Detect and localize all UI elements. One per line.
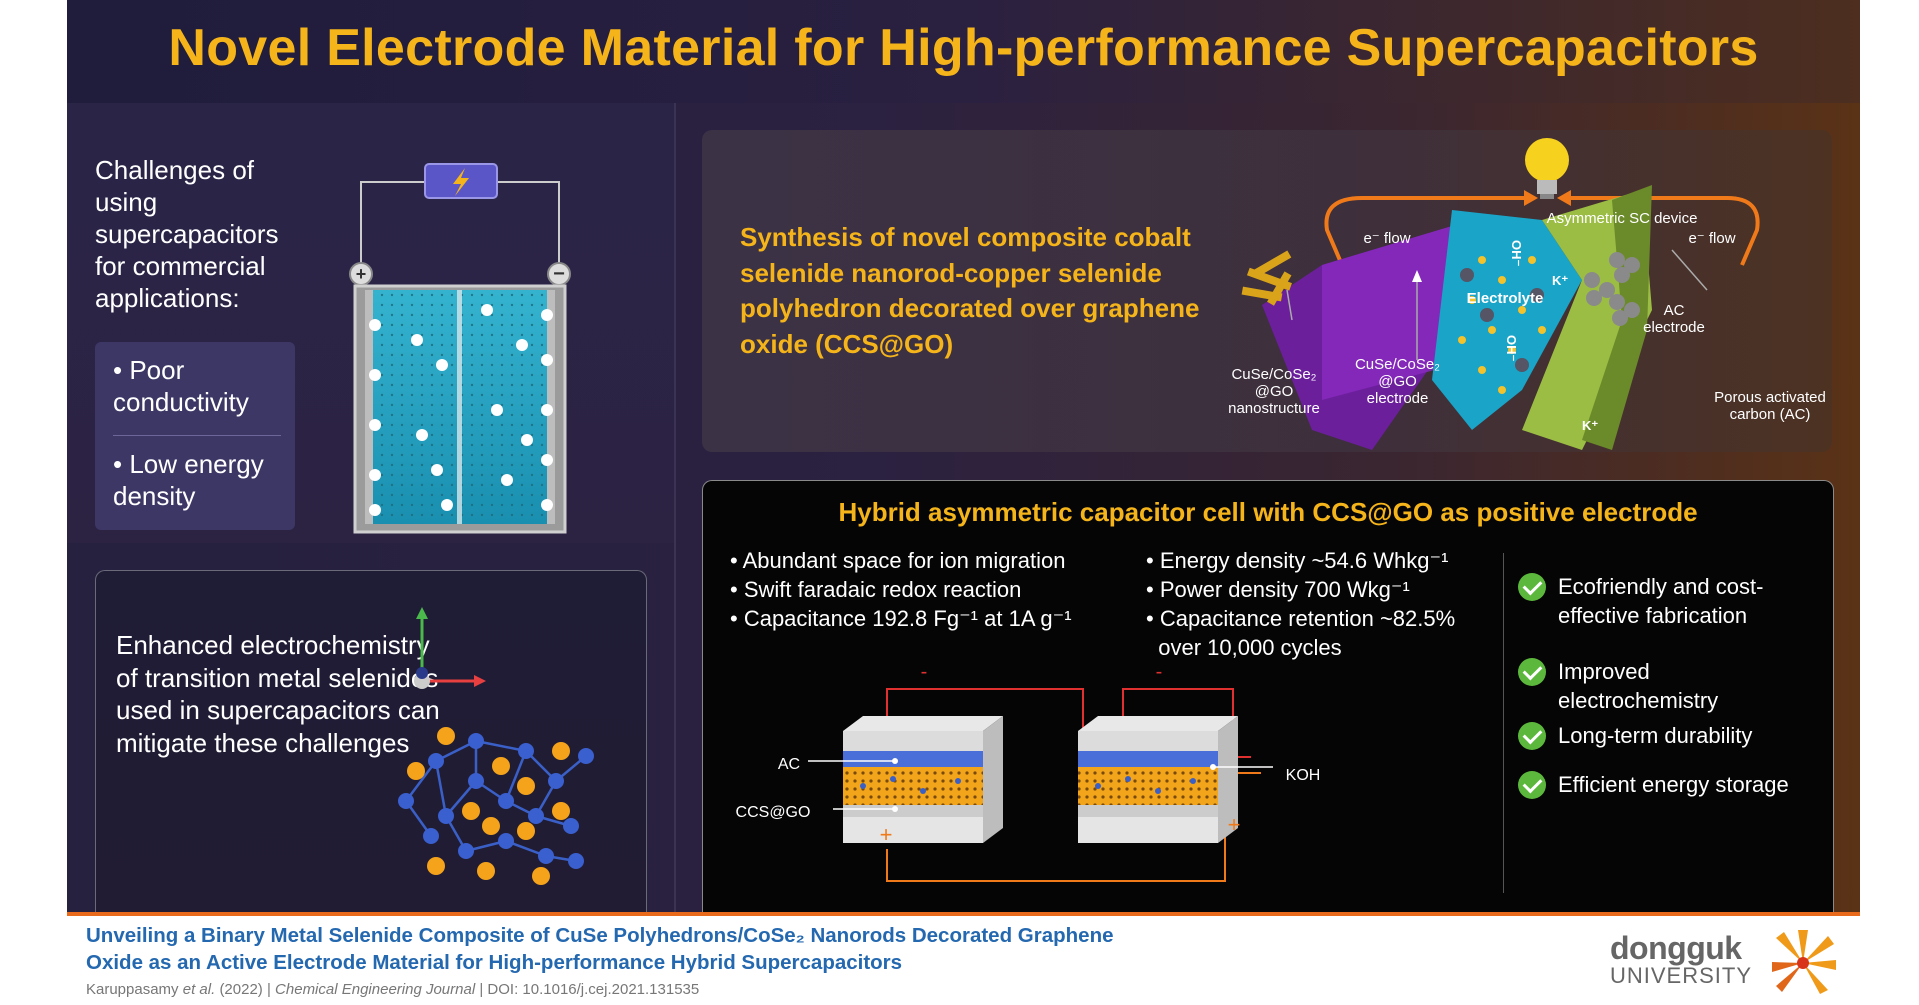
lightbulb-icon — [1525, 138, 1569, 199]
properties-list-2: • Energy density ~54.6 Whkg⁻¹ • Power de… — [1146, 546, 1455, 662]
property-item: • Swift faradaic redox reaction — [730, 577, 1022, 602]
footer-rule — [67, 912, 1860, 916]
asymmetric-device-illustration: K⁺ K⁺ OH⁻ OH⁻ — [1241, 138, 1760, 450]
svg-text:+: + — [356, 264, 367, 284]
hybrid-title: Hybrid asymmetric capacitor cell with CC… — [838, 497, 1698, 527]
challenges-heading: Challenges of using supercapacitors for … — [95, 155, 279, 313]
check-icon — [1518, 722, 1546, 750]
feature-item: Long-term durability — [1558, 723, 1753, 748]
nanostructure-label: CuSe/CoSe₂ @GO nanostructure — [1228, 366, 1320, 417]
crystal-lattice-illustration — [398, 607, 594, 885]
properties-list-1: • Abundant space for ion migration • Swi… — [730, 546, 1072, 633]
check-icon — [1518, 658, 1546, 686]
ccs-electrode-label: CuSe/CoSe₂ @GO electrode — [1354, 356, 1441, 407]
koh-label: KOH — [1285, 767, 1321, 784]
property-item: over 10,000 cycles — [1146, 635, 1342, 660]
ac-electrode-label: AC electrode — [1643, 302, 1705, 336]
svg-text:OH⁻: OH⁻ — [1504, 335, 1519, 362]
porous-ac-label: Porous activated carbon (AC) — [1714, 389, 1826, 423]
enhanced-text: Enhanced electrochemistry of transition … — [116, 630, 440, 758]
challenge-separator — [113, 435, 281, 436]
plus-sign: + — [879, 822, 893, 847]
property-item: • Energy density ~54.6 Whkg⁻¹ — [1146, 548, 1449, 573]
supercapacitor-illustration: + − — [349, 163, 571, 534]
challenge-item: • Low energy density — [113, 449, 264, 511]
paper-title[interactable]: Unveiling a Binary Metal Selenide Compos… — [86, 922, 1286, 976]
logo-university: UNIVERSITY — [1610, 963, 1753, 988]
paper-title-line: Oxide as an Active Electrode Material fo… — [86, 951, 903, 974]
page-title: Novel Electrode Material for High-perfor… — [168, 19, 1759, 77]
property-item: • Power density 700 Wkg⁻¹ — [1146, 577, 1410, 602]
feature-item: Improved electrochemistry — [1558, 659, 1719, 713]
title-bar: Novel Electrode Material for High-perfor… — [67, 0, 1860, 103]
lightning-icon — [453, 168, 469, 196]
citation-year: (2022) | — [219, 981, 271, 998]
feature-item: Ecofriendly and cost-effective fabricati… — [1558, 574, 1764, 628]
synthesis-panel: Synthesis of novel composite cobalt sele… — [702, 130, 1832, 452]
device-label: Asymmetric SC device — [1546, 210, 1698, 227]
challenge-item: • Poor conductivity — [113, 355, 249, 417]
feature-item: Efficient energy storage — [1558, 772, 1789, 797]
check-icon — [1518, 771, 1546, 799]
ac-label: AC — [777, 756, 801, 773]
hybrid-cell-illustration — [808, 688, 1273, 882]
citation-etal: et al. — [182, 981, 216, 998]
plus-sign: + — [1227, 812, 1241, 837]
svg-text:K⁺: K⁺ — [1582, 418, 1598, 433]
column-separator — [1503, 553, 1504, 893]
hybrid-panel: Hybrid asymmetric capacitor cell with CC… — [702, 480, 1834, 912]
university-logo: dongguk UNIVERSITY — [1610, 930, 1752, 989]
e-flow-left-label: e⁻ flow — [1363, 230, 1411, 247]
property-item: • Abundant space for ion migration — [730, 548, 1066, 573]
minus-sign: - — [1155, 661, 1163, 683]
university-emblem-icon — [1772, 930, 1836, 994]
citation: Karuppasamy et al. (2022) | Chemical Eng… — [86, 981, 699, 998]
minus-sign: - — [920, 661, 928, 683]
left-cell — [843, 716, 1003, 843]
property-item: • Capacitance 192.8 Fg⁻¹ at 1A g⁻¹ — [730, 606, 1072, 631]
synthesis-text: Synthesis of novel composite cobalt sele… — [740, 222, 1200, 359]
enhanced-panel: Enhanced electrochemistry of transition … — [95, 570, 647, 912]
svg-text:−: − — [553, 263, 565, 285]
svg-text:OH⁻: OH⁻ — [1509, 240, 1524, 267]
property-item: • Capacitance retention ~82.5% — [1146, 606, 1456, 631]
right-cell — [1078, 716, 1238, 843]
citation-journal: Chemical Engineering Journal — [275, 981, 476, 998]
logo-name: dongguk — [1610, 930, 1742, 966]
check-icon — [1518, 573, 1546, 601]
ccs-label: CCS@GO — [735, 804, 811, 821]
poster: Novel Electrode Material for High-perfor… — [67, 0, 1860, 912]
divider — [674, 103, 676, 912]
svg-text:K⁺: K⁺ — [1552, 273, 1568, 288]
paper-title-line: Unveiling a Binary Metal Selenide Compos… — [86, 924, 1114, 947]
challenges-list: • Poor conductivity • Low energy density — [95, 342, 295, 530]
electrolyte-label: Electrolyte — [1466, 290, 1544, 307]
citation-authors: Karuppasamy — [86, 981, 179, 998]
e-flow-right-label: e⁻ flow — [1688, 230, 1736, 247]
citation-doi[interactable]: | DOI: 10.1016/j.cej.2021.131535 — [479, 981, 700, 998]
